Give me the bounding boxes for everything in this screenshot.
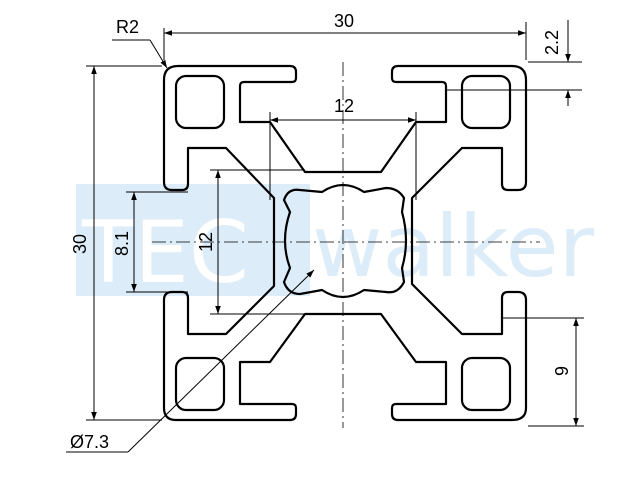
label-core-height: 12 bbox=[196, 232, 216, 252]
dim-radius-arrow bbox=[149, 39, 168, 69]
watermark-text-walker: walker bbox=[312, 197, 595, 297]
dimension-geometry bbox=[66, 20, 584, 453]
label-core-width: 12 bbox=[334, 96, 354, 116]
watermark-box bbox=[76, 184, 310, 296]
label-slot-opening: 8.1 bbox=[112, 231, 132, 256]
dim-bore-leader bbox=[127, 269, 315, 453]
corner-hole-top-left bbox=[174, 74, 226, 130]
corner-hole-top-right bbox=[460, 74, 512, 130]
label-radius: R2 bbox=[116, 17, 139, 37]
corner-hole-bottom-left bbox=[174, 356, 226, 412]
corner-hole-bottom-right bbox=[460, 356, 512, 412]
label-bore-diameter: Ø7.3 bbox=[70, 432, 109, 452]
label-overall-width: 30 bbox=[334, 11, 354, 31]
profile-outer-contour bbox=[162, 64, 528, 422]
center-lines bbox=[152, 62, 540, 428]
center-bore bbox=[282, 183, 408, 299]
label-slot-depth: 9 bbox=[552, 366, 572, 376]
watermark-text-tec: TEC bbox=[81, 203, 249, 303]
watermark: TEC walker bbox=[76, 184, 595, 303]
profile-outline bbox=[162, 64, 528, 422]
label-overall-height: 30 bbox=[70, 234, 90, 254]
dimension-labels: 30 R2 2.2 30 12 12 8.1 9 Ø7.3 bbox=[70, 11, 572, 452]
label-lip-thickness: 2.2 bbox=[542, 30, 562, 55]
